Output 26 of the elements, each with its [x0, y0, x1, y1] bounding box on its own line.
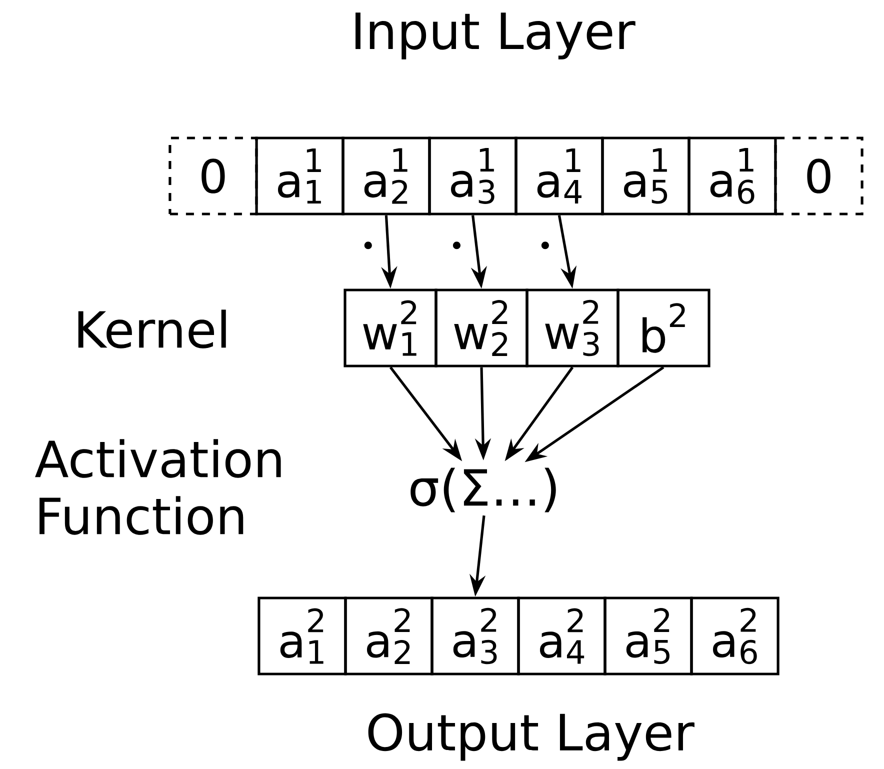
formula-text: σ(Σ…)	[410, 468, 556, 512]
vector-cell: $a_{3}^{2}$	[430, 596, 520, 676]
padding-cell: 0	[774, 136, 864, 216]
layer-label: Output Layer	[368, 713, 694, 761]
vector-cell: $a_{4}^{1}$	[514, 136, 604, 216]
layer-label: Kernel	[78, 310, 226, 348]
vector-cell: $a_{1}^{2}$	[258, 596, 347, 676]
vector-cell: $a_{5}^{1}$	[601, 136, 690, 216]
edge-label: •	[536, 240, 554, 256]
vector-cell: $a_{2}^{2}$	[344, 596, 434, 676]
vector-cell: $w_{1}^{2}$	[344, 288, 438, 368]
vector-cell: $a_{4}^{2}$	[517, 596, 606, 676]
vector-cell: $a_{6}^{2}$	[690, 596, 780, 676]
layer-label: Activation Function	[35, 439, 281, 535]
vector-cell: $a_{3}^{1}$	[428, 136, 518, 216]
vector-cell: $b^{2}$	[616, 288, 710, 368]
edge-label: •	[448, 240, 466, 256]
vector-cell: $w_{2}^{2}$	[434, 288, 528, 368]
vector-cell: $a_{1}^{1}$	[255, 136, 344, 216]
padding-cell: 0	[168, 136, 258, 216]
layer-label: Input Layer	[356, 12, 636, 60]
vector-cell: $w_{3}^{2}$	[526, 288, 620, 368]
vector-cell: $a_{2}^{1}$	[342, 136, 431, 216]
edge-label: •	[359, 240, 377, 256]
vector-cell: $a_{5}^{2}$	[604, 596, 693, 676]
vector-cell: $a_{6}^{1}$	[688, 136, 777, 216]
